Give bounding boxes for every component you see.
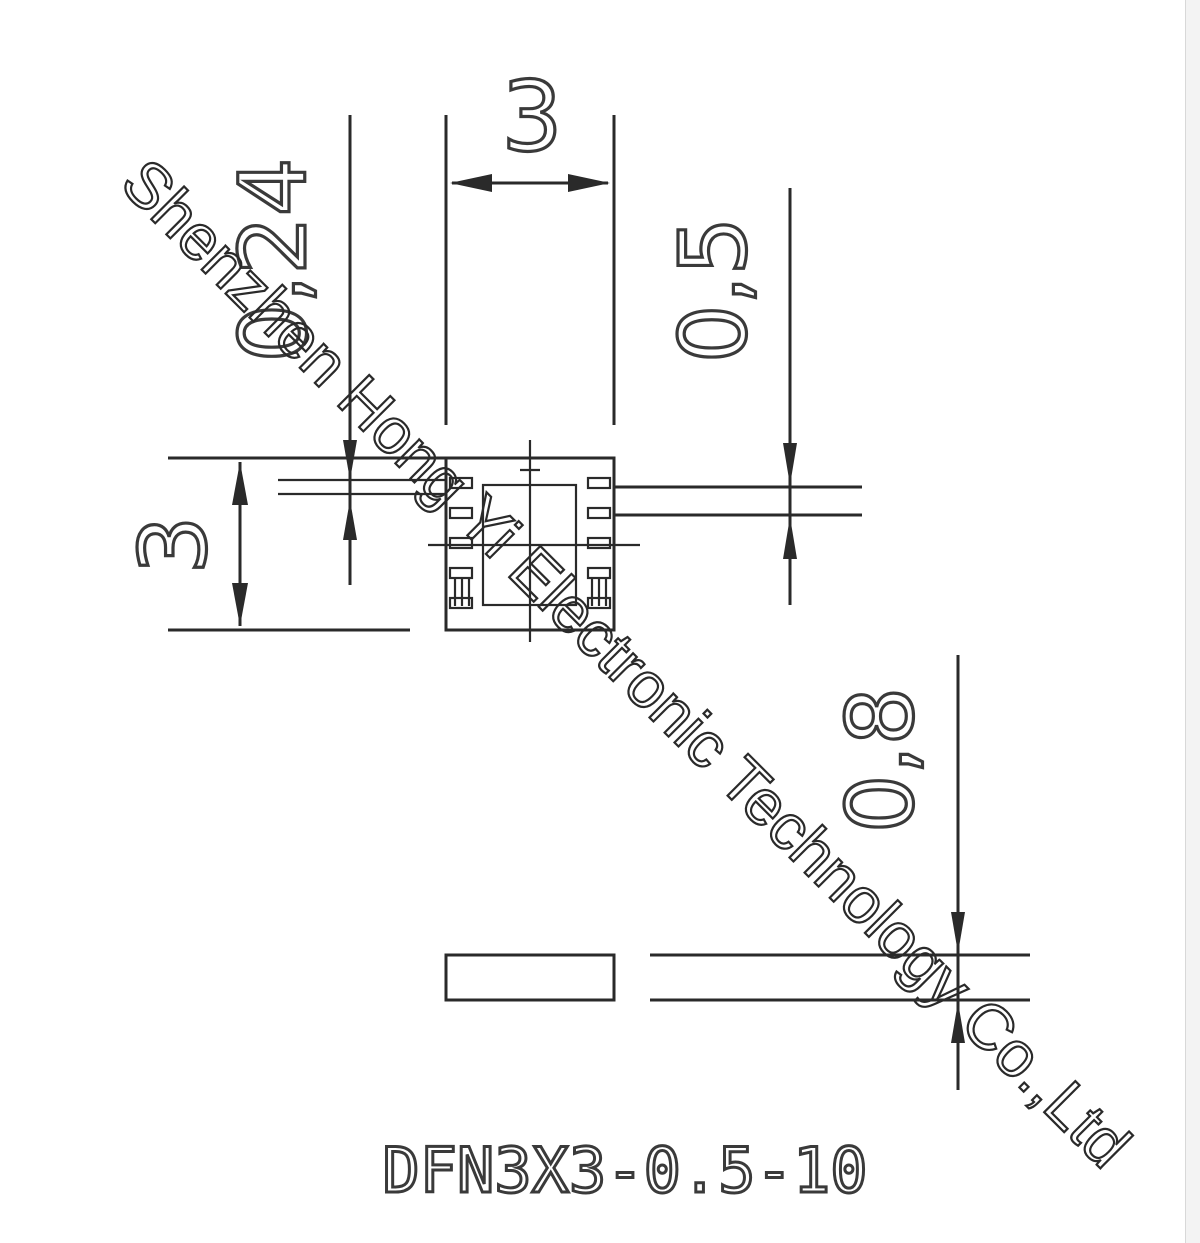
thickness-label: 0,8	[827, 687, 934, 833]
pad	[586, 536, 612, 550]
arrow-down	[951, 912, 965, 953]
pads-right	[586, 476, 612, 610]
pad	[448, 476, 474, 490]
arrow-up	[783, 517, 797, 559]
package-top-view	[428, 440, 640, 642]
arrow-up	[951, 1002, 965, 1043]
pitch-label: 0,5	[660, 217, 767, 363]
thickness-dimension: 0,8	[825, 655, 965, 1090]
width-dimension: 3	[444, 59, 616, 425]
part-number: DFN3X3-0.5-10	[382, 1134, 867, 1207]
width-label: 3	[501, 61, 562, 173]
arrow-down	[343, 440, 357, 480]
pitch-dimension: 0,5	[614, 188, 862, 605]
arrow-up	[232, 462, 248, 505]
height-label: 3	[120, 516, 227, 575]
arrow-down	[232, 583, 248, 626]
pad	[448, 506, 474, 520]
right-border	[1185, 0, 1200, 1243]
lead-width-dimension: 0,24	[218, 115, 446, 585]
watermark-text: Shenzhen Hong Yi Electronic Technology C…	[108, 145, 1144, 1181]
pads-left	[448, 476, 474, 610]
package-side-view	[444, 953, 1030, 1002]
arrow-up	[343, 500, 357, 540]
arrow-left	[450, 174, 492, 192]
side-view-body	[444, 953, 616, 1002]
arrow-down	[783, 443, 797, 485]
pad	[586, 476, 612, 490]
lead-width-label: 0,24	[220, 158, 327, 363]
pad	[448, 536, 474, 550]
height-dimension: 3	[118, 456, 446, 632]
pad	[586, 506, 612, 520]
pad	[448, 566, 474, 580]
arrow-right	[568, 174, 610, 192]
